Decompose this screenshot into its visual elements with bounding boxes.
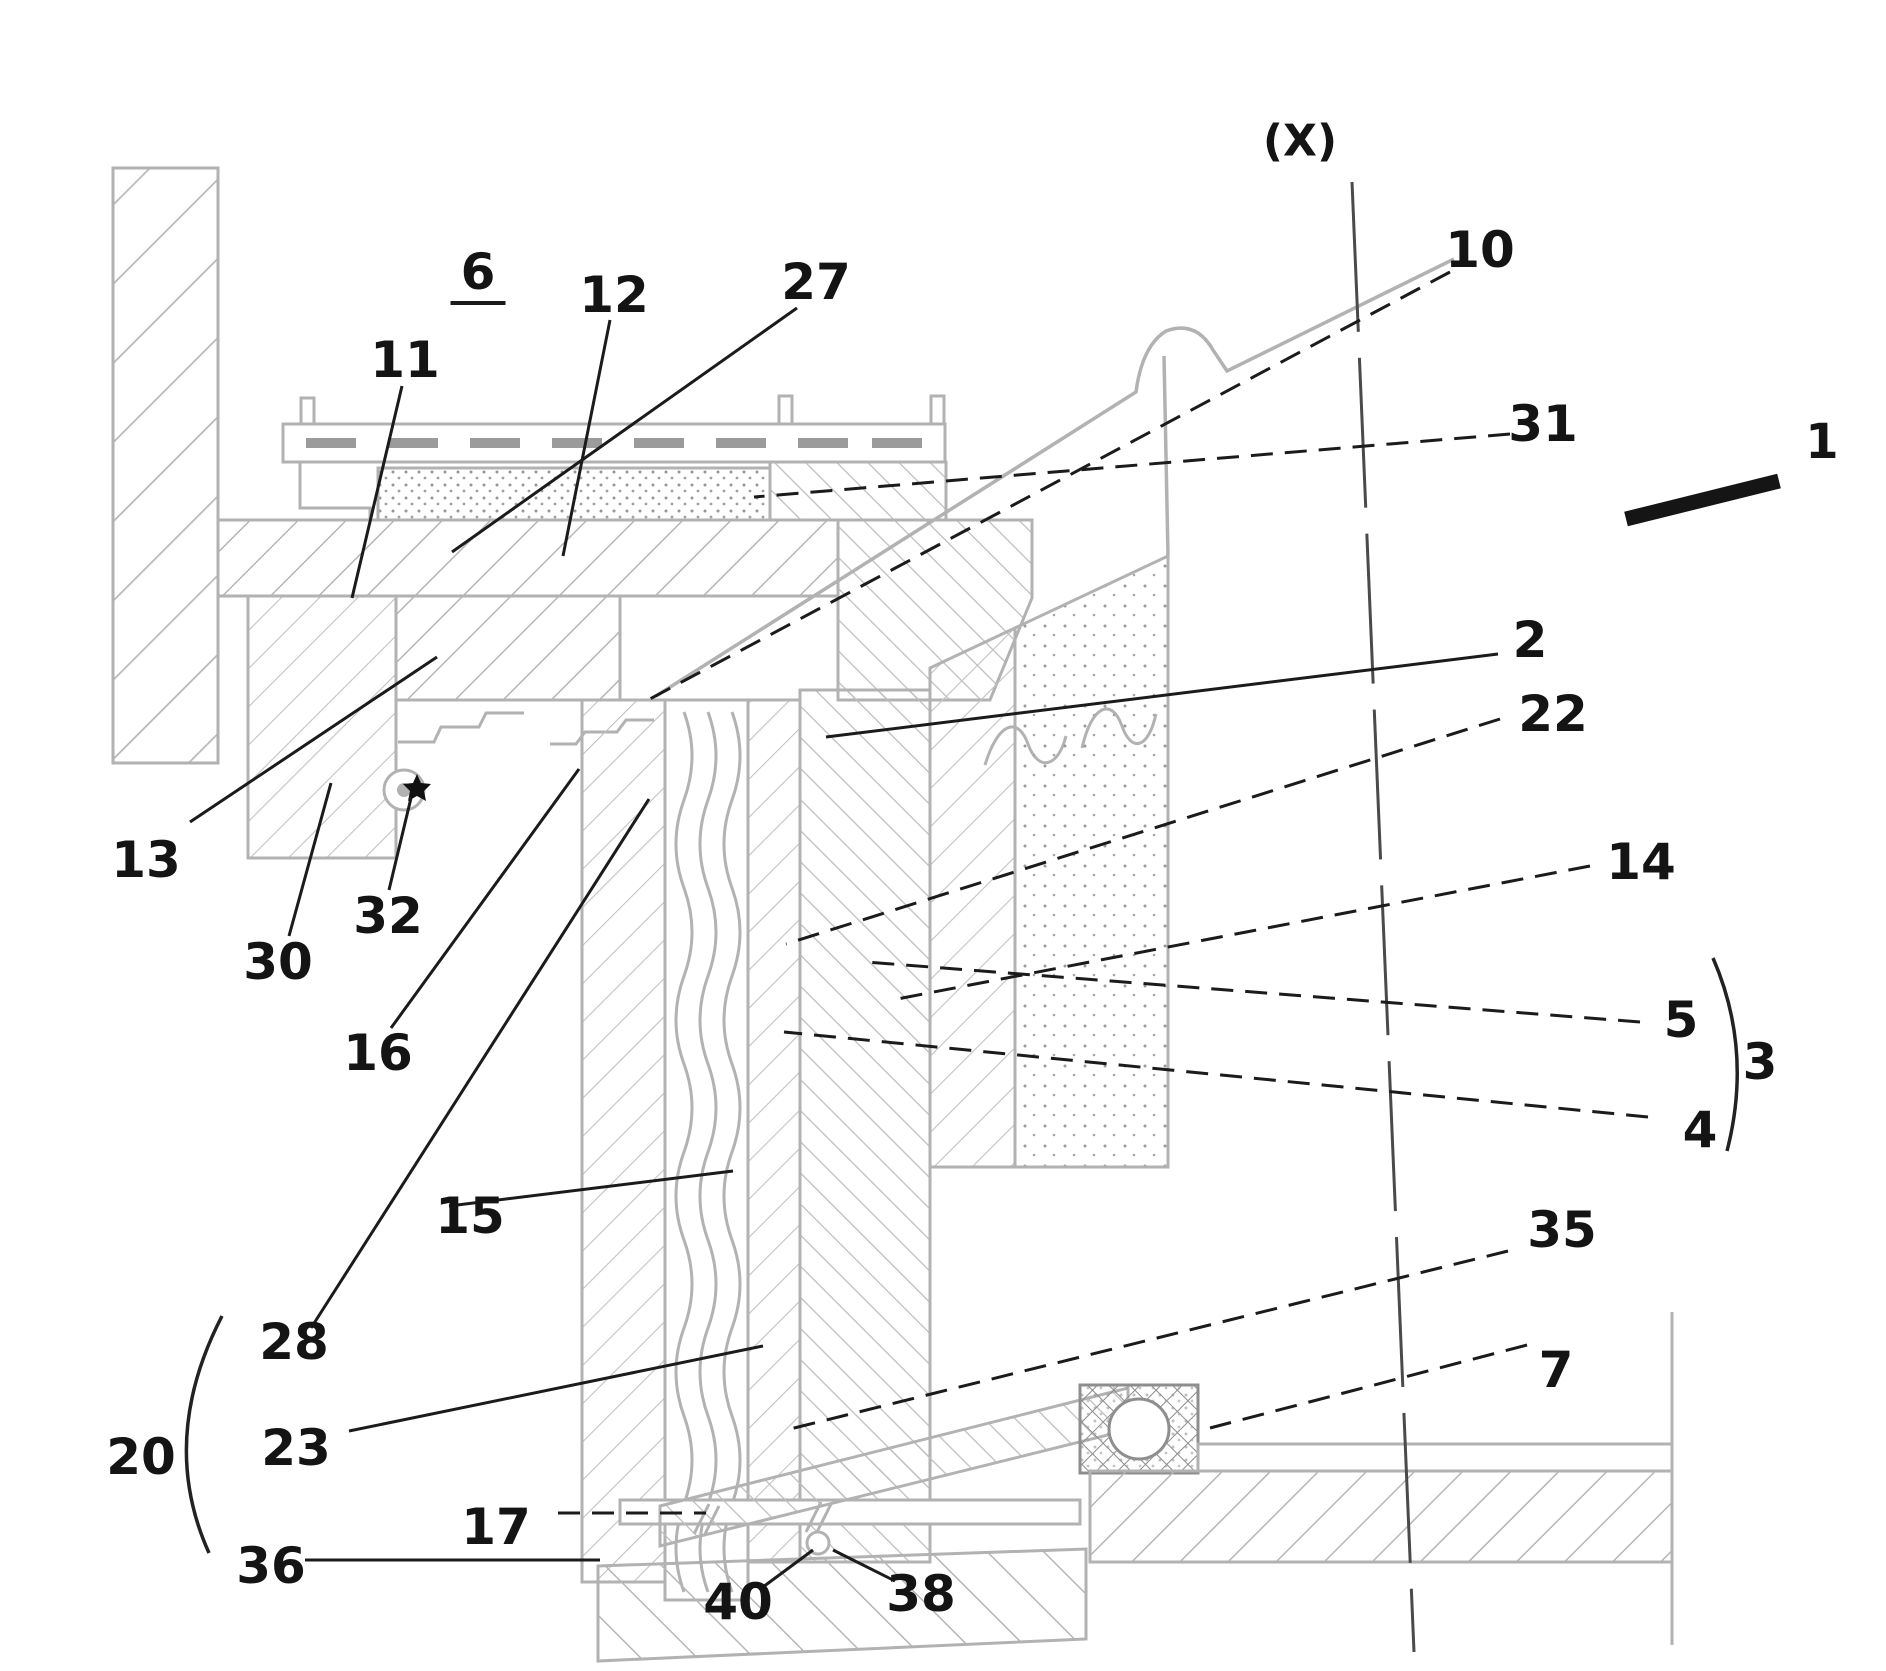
stack-layer-16: [746, 698, 802, 1564]
panel-layer-14: [1013, 553, 1170, 1169]
ref-label-22: 22: [1518, 685, 1588, 743]
rail-left-step: [298, 462, 372, 522]
panel-layer-5: [928, 625, 1017, 1169]
ref-label-1: 1: [1805, 414, 1838, 470]
leader-40: [762, 1548, 814, 1589]
section-axis-line: [1350, 181, 1416, 1653]
leader-5: [865, 960, 1641, 1024]
stack-layer-22: [798, 688, 932, 1564]
support-plate-step-13: [394, 594, 622, 702]
ref-label-X: (X): [1263, 116, 1337, 167]
leader-22: [785, 717, 1501, 946]
ref-label-32: 32: [353, 887, 423, 945]
ref-label-16: 16: [343, 1024, 413, 1082]
ref-label-13: 13: [111, 831, 181, 889]
ref-label-35: 35: [1527, 1201, 1597, 1259]
ref-label-38: 38: [886, 1565, 956, 1623]
right-rail-band: [1088, 1469, 1674, 1564]
leader-31: [753, 432, 1511, 499]
arrow-star-32: [403, 774, 431, 801]
ref-label-31: 31: [1508, 395, 1578, 453]
ref-label-10: 10: [1445, 221, 1515, 279]
leader-32: [387, 797, 413, 891]
insulation-wave-3: [722, 711, 742, 1593]
rail-tab-left: [299, 396, 316, 426]
leader-14: [891, 864, 1591, 1002]
ref-label-12: 12: [579, 266, 649, 324]
ref-label-7: 7: [1539, 1341, 1574, 1399]
ref-label-30: 30: [243, 933, 313, 991]
bedding-right-block: [768, 460, 948, 522]
leader-13: [189, 655, 438, 824]
leader-16: [389, 768, 581, 1029]
stack-layer-23: [580, 698, 667, 1584]
insulation-wave-2: [698, 711, 718, 1593]
bearing-block-7: [1078, 1383, 1200, 1475]
ref-label-3: 3: [1743, 1033, 1778, 1091]
ref-label-11: 11: [370, 331, 440, 389]
ref-label-2: 2: [1513, 611, 1548, 669]
ref-label-27: 27: [781, 253, 851, 311]
ref-label-5: 5: [1664, 991, 1699, 1049]
ref-label-4: 4: [1683, 1101, 1718, 1159]
leader-12: [561, 319, 612, 557]
leader-35: [785, 1249, 1509, 1432]
support-plate-27: [216, 518, 840, 598]
rail-tab-right: [929, 394, 946, 426]
right-rail-top: [1196, 1442, 1674, 1473]
leader-2: [825, 652, 1499, 739]
bracket-20: [184, 1315, 224, 1554]
leader-11: [350, 385, 404, 599]
leader-38: [832, 1548, 896, 1583]
ref-label-36: 36: [236, 1537, 306, 1595]
ref-label-40: 40: [703, 1573, 773, 1631]
drawing-linework: [111, 166, 1674, 1663]
ink-layer: [184, 181, 1781, 1653]
rail-tab-mid: [777, 394, 794, 426]
scale-bar-1: [1624, 473, 1781, 527]
leader-27: [451, 306, 798, 554]
fastener-40-circle: [805, 1530, 831, 1556]
leader-4: [783, 1030, 1649, 1119]
wall-section: [111, 166, 220, 765]
bracket-3: [1711, 957, 1739, 1152]
insulation-wave-1: [674, 711, 694, 1593]
flashing-profile-10: [655, 257, 1455, 698]
leader-7: [1209, 1343, 1528, 1430]
ref-label-15: 15: [435, 1187, 505, 1245]
bottom-plate-36: [596, 1547, 1088, 1663]
leader-23: [348, 1344, 764, 1433]
flashing-profile-10-drop: [1162, 355, 1170, 557]
leader-28: [309, 798, 651, 1329]
ref-label-6: 6: [461, 243, 496, 301]
ref-label-17: 17: [461, 1498, 531, 1556]
seal-step-line-a: [398, 711, 524, 744]
ref-label-23: 23: [261, 1419, 331, 1477]
ref-label-28: 28: [259, 1313, 329, 1371]
ref-label-14: 14: [1606, 833, 1676, 891]
ref-label-20: 20: [106, 1428, 176, 1486]
leader-15: [448, 1169, 734, 1208]
leader-30: [287, 782, 333, 937]
leader-lines: [189, 270, 1649, 1589]
leader-10: [647, 270, 1451, 702]
